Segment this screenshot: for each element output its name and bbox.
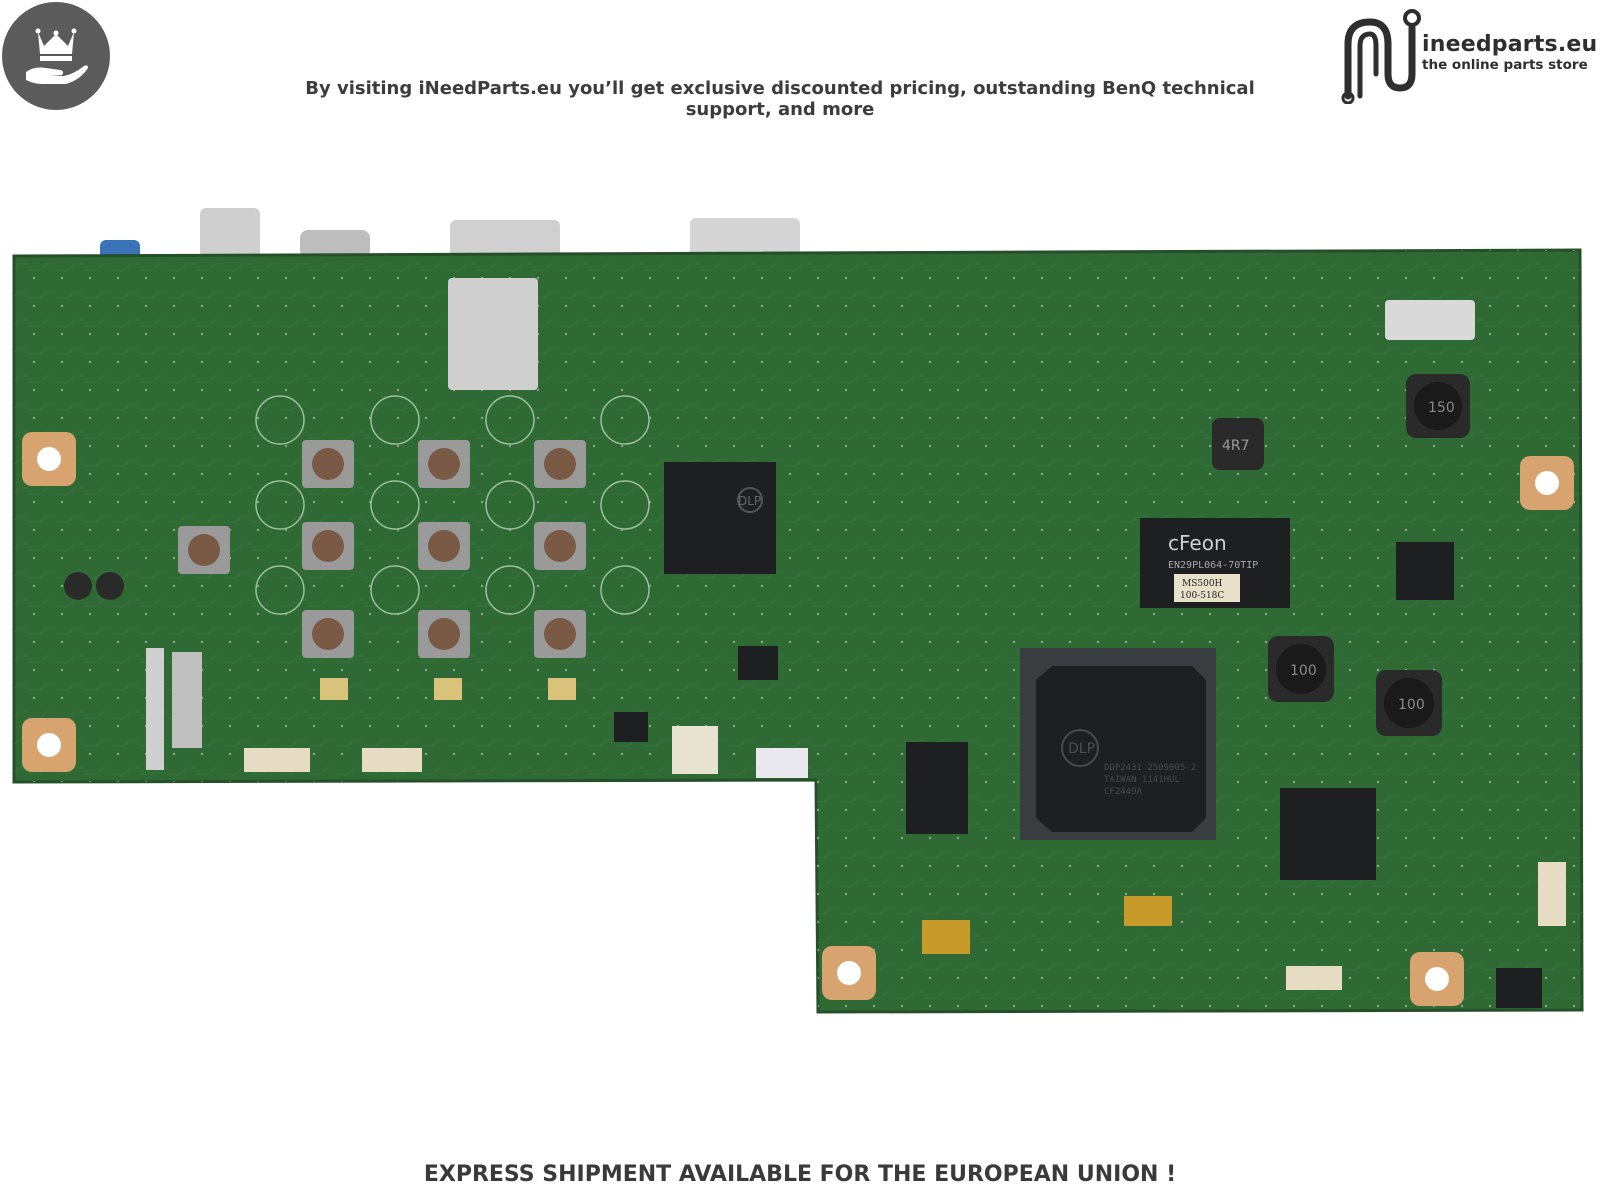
main-chip-line2: TAIWAN 1141HUL bbox=[1104, 775, 1180, 785]
circuit-n-logo-icon bbox=[1341, 9, 1421, 104]
brand-name: ineedparts.eu bbox=[1422, 32, 1598, 57]
crown-hand-badge bbox=[2, 2, 110, 110]
main-chip-line3: CF2449A bbox=[1104, 787, 1143, 797]
brand-subtitle: the online parts store bbox=[1422, 57, 1588, 73]
crown-hand-icon bbox=[26, 28, 88, 84]
product-photo: DLP cFeon EN29PL064-70TIP MS500H 100-518… bbox=[0, 200, 1600, 1040]
promo-tagline: By visiting iNeedParts.eu you’ll get exc… bbox=[305, 78, 1255, 120]
inductor-2-label: 4R7 bbox=[1222, 438, 1250, 454]
inductor-4-label: 100 bbox=[1398, 697, 1425, 713]
main-chip-brand: DLP bbox=[1068, 741, 1095, 757]
pcb-board-illustration: DLP cFeon EN29PL064-70TIP MS500H 100-518… bbox=[12, 208, 1584, 1014]
inductor-1-label: 150 bbox=[1428, 400, 1455, 416]
shipping-banner: EXPRESS SHIPMENT AVAILABLE FOR THE EUROP… bbox=[423, 1162, 1177, 1187]
main-chip-line1: DDP2431 2509005-2 bbox=[1104, 763, 1196, 773]
brand-logo[interactable]: ineedparts.eu the online parts store bbox=[1338, 4, 1597, 104]
flash-chip-brand: cFeon bbox=[1168, 531, 1227, 555]
small-chip-brand: DLP bbox=[738, 494, 761, 508]
inductor-3-label: 100 bbox=[1290, 663, 1317, 679]
flash-chip-part: EN29PL064-70TIP bbox=[1168, 560, 1258, 571]
flash-sticker-1: MS500H bbox=[1182, 579, 1223, 589]
flash-sticker-2: 100-518C bbox=[1180, 591, 1224, 601]
